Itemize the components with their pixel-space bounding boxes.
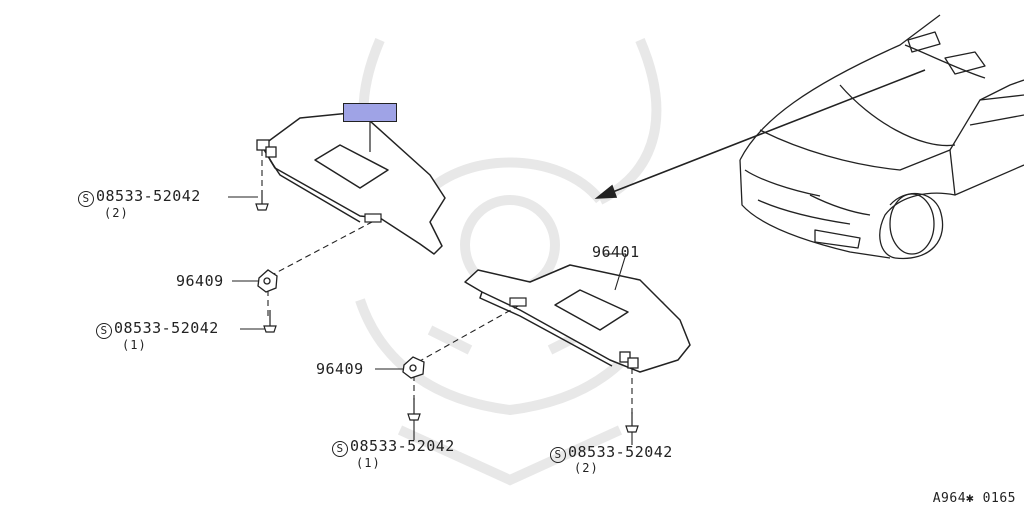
screw-mid-left bbox=[263, 310, 277, 333]
quantity-label: (2) bbox=[574, 461, 599, 475]
standard-part-symbol: S bbox=[96, 323, 112, 339]
screw-bottom-right bbox=[625, 412, 639, 433]
left-sun-visor bbox=[261, 111, 446, 255]
leader-lines bbox=[228, 196, 633, 445]
standard-part-symbol: S bbox=[78, 191, 94, 207]
right-visor-pivot bbox=[619, 351, 639, 369]
part-number: 08533-52042 bbox=[114, 319, 219, 337]
part-number: 08533-52042 bbox=[568, 443, 673, 461]
part-number: 08533-52042 bbox=[350, 437, 455, 455]
assembly-lines bbox=[261, 150, 633, 418]
part-number: 96401 bbox=[592, 243, 640, 261]
holder-center bbox=[402, 356, 425, 379]
part-number: 08533-52042 bbox=[96, 187, 201, 205]
quantity-label: (2) bbox=[104, 206, 129, 220]
callout-holder-left[interactable]: 96409 bbox=[176, 274, 224, 289]
car-outline bbox=[739, 14, 1024, 260]
left-visor-pivot bbox=[256, 139, 277, 158]
right-visor-slot bbox=[509, 297, 527, 307]
diagram-reference-code: A964✱ 0165 bbox=[932, 491, 1016, 506]
left-visor-slot bbox=[364, 213, 382, 223]
standard-part-symbol: S bbox=[550, 447, 566, 463]
part-number: 96409 bbox=[316, 360, 364, 378]
right-sun-visor bbox=[464, 264, 691, 373]
quantity-label: (1) bbox=[122, 338, 147, 352]
callout-visor-right[interactable]: 96401 bbox=[592, 245, 640, 260]
part-number: 96409 bbox=[176, 272, 224, 290]
screw-upper-left bbox=[255, 190, 269, 211]
callout-holder-center[interactable]: 96409 bbox=[316, 362, 364, 377]
quantity-label: (1) bbox=[356, 456, 381, 470]
standard-part-symbol: S bbox=[332, 441, 348, 457]
highlighted-part-tag[interactable] bbox=[343, 103, 397, 122]
holder-left bbox=[257, 269, 278, 293]
screw-bottom-center bbox=[407, 398, 421, 421]
